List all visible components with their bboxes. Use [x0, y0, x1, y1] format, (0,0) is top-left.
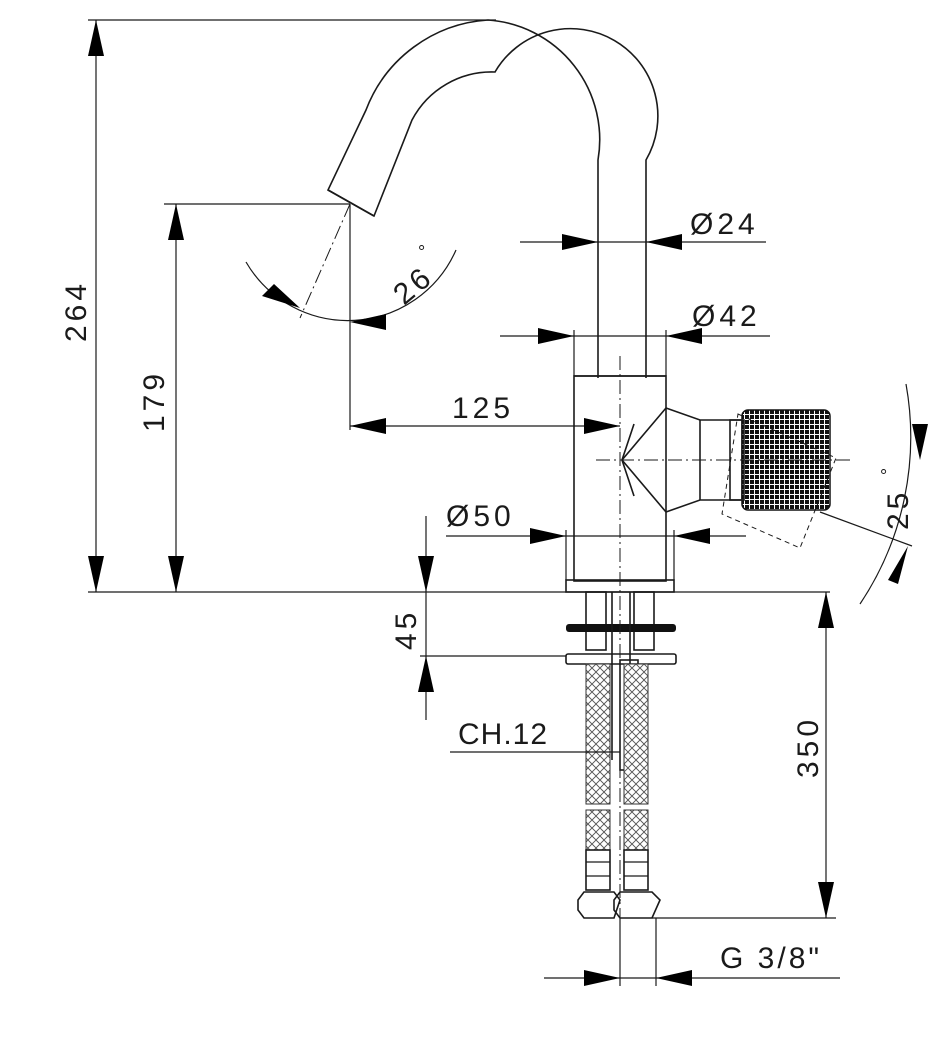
dimension-handle-angle: 25 ° [819, 383, 928, 605]
dimension-spout-reach: 125 [350, 392, 620, 434]
wrench-size-callout: CH.12 [450, 718, 620, 753]
dimension-spout-tube: Ø24 [520, 208, 766, 250]
center-lines [299, 203, 850, 950]
mounting-kit [565, 591, 677, 771]
degree-symbol-handle: ° [880, 466, 891, 486]
dim-label-base-diameter: Ø50 [446, 500, 515, 533]
supply-hoses [577, 663, 661, 919]
dim-label-handle-angle: 25 [882, 489, 915, 530]
dimension-body-diameter: Ø42 [500, 300, 770, 376]
dim-label-hose-length: 350 [792, 716, 825, 778]
dim-label-connection-thread: G 3/8" [720, 942, 822, 975]
dimension-total-height: 264 [60, 19, 496, 592]
dim-label-spout-angle: 26 [387, 259, 440, 311]
dimension-connection-thread: G 3/8" [544, 918, 840, 986]
dim-label-spout-height: 179 [138, 370, 171, 432]
degree-symbol-spout: ° [418, 242, 429, 262]
spout-gooseneck [326, 19, 659, 378]
dim-label-body-diameter: Ø42 [692, 300, 761, 333]
faucet-outline [88, 19, 837, 919]
dimension-spout-height: 179 [138, 203, 350, 592]
dimension-spout-angle: 26 ° [245, 204, 457, 430]
dim-label-spout-tube: Ø24 [690, 208, 759, 241]
dimension-deck-thickness: 45 [390, 516, 566, 720]
dim-label-spout-reach: 125 [452, 392, 514, 425]
dimension-hose-length: 350 [652, 592, 836, 919]
dim-label-wrench-size: CH.12 [458, 718, 548, 751]
dimension-base-diameter: Ø50 [446, 500, 746, 580]
dim-label-total-height: 264 [60, 280, 93, 342]
dim-label-deck-thickness: 45 [390, 609, 423, 650]
